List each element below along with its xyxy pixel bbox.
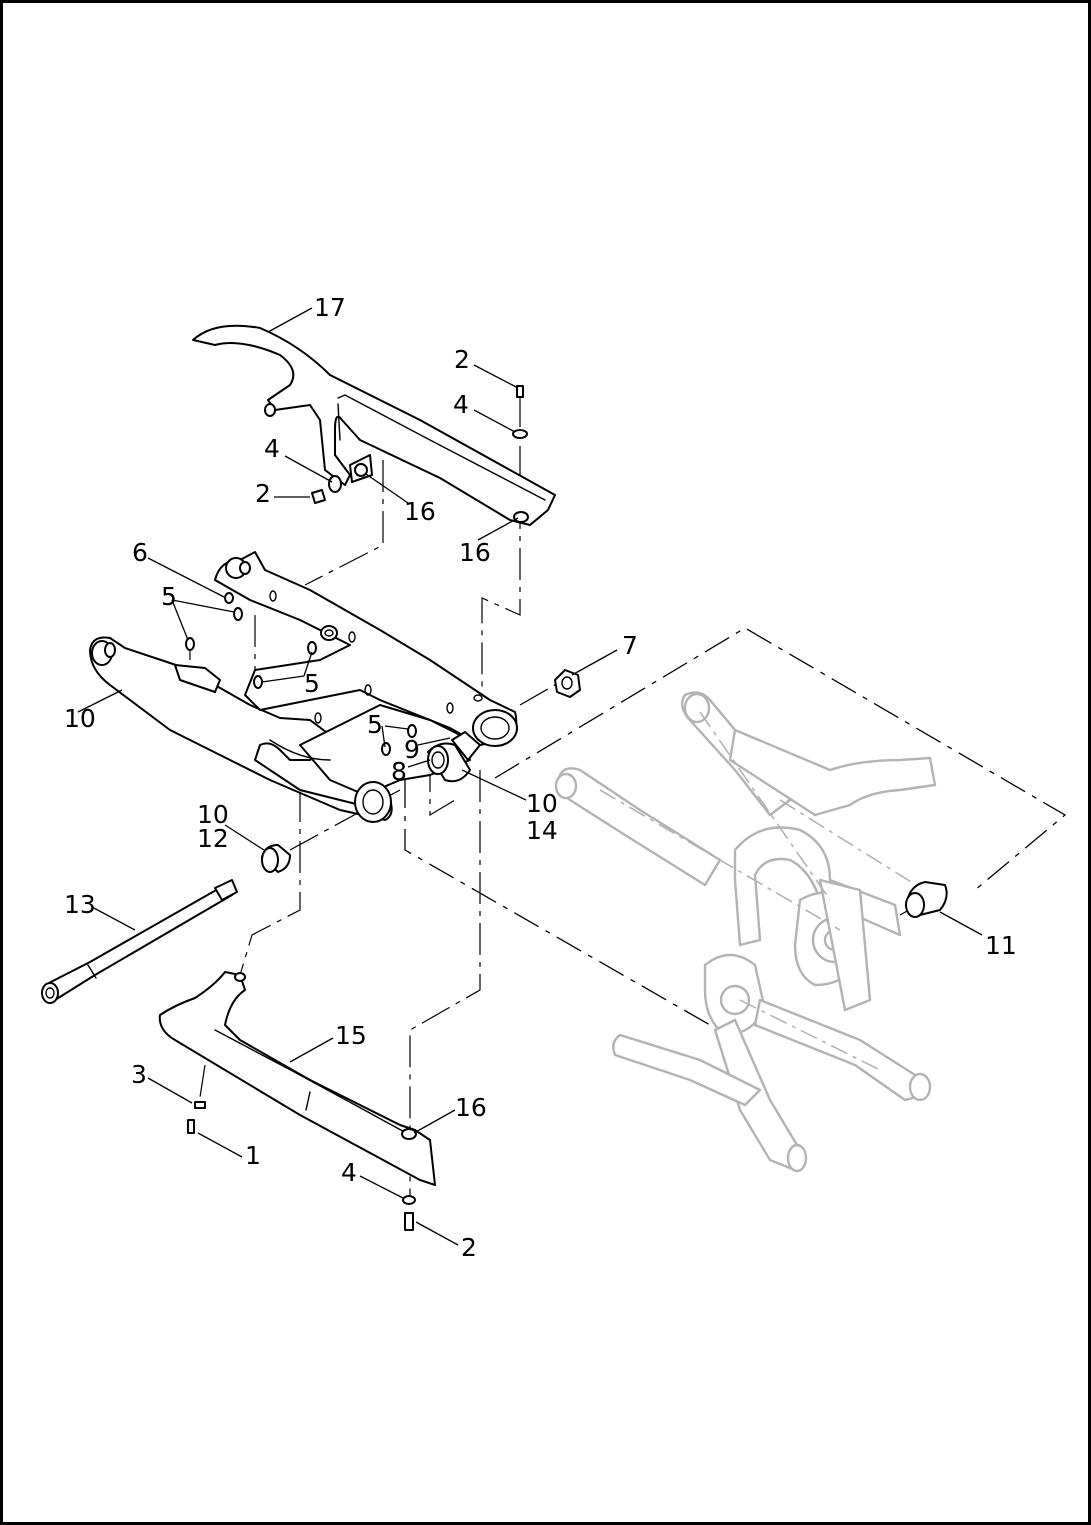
leader-lines xyxy=(77,307,983,1246)
callout-7: 7 xyxy=(622,631,638,660)
callout-10-bushing: 10 xyxy=(197,800,229,829)
callout-4-top-left: 4 xyxy=(264,434,280,463)
callout-3: 3 xyxy=(131,1060,147,1089)
upper-belt-guard xyxy=(192,324,556,526)
callout-16-a: 16 xyxy=(404,497,436,526)
callout-4-bottom: 4 xyxy=(341,1158,357,1187)
callout-9: 9 xyxy=(404,735,420,764)
lower-belt-guard xyxy=(158,971,436,1186)
callout-2-bottom: 2 xyxy=(461,1233,477,1262)
swingarm xyxy=(89,551,518,823)
callout-15: 15 xyxy=(335,1021,367,1050)
callout-4-top-right: 4 xyxy=(453,390,469,419)
callout-2-top: 2 xyxy=(454,345,470,374)
callout-12: 12 xyxy=(197,824,229,853)
callout-17: 17 xyxy=(314,293,346,322)
callout-5-a: 5 xyxy=(161,582,177,611)
callout-5-b: 5 xyxy=(304,669,320,698)
callout-2-top-left: 2 xyxy=(255,479,271,508)
callout-16-c: 16 xyxy=(455,1093,487,1122)
callout-10-bearing: 10 xyxy=(526,789,558,818)
callout-6: 6 xyxy=(132,538,148,567)
callout-14: 14 xyxy=(526,816,558,845)
callout-16-b: 16 xyxy=(459,538,491,567)
callout-1: 1 xyxy=(245,1141,261,1170)
callout-8: 8 xyxy=(391,757,407,786)
callout-11: 11 xyxy=(985,931,1017,960)
callout-10-swingarm: 10 xyxy=(64,704,96,733)
hardware xyxy=(41,385,948,1231)
callout-labels: 17 2 4 4 2 16 16 6 5 5 5 7 10 9 8 10 14 … xyxy=(64,293,1017,1262)
callout-13: 13 xyxy=(64,890,96,919)
callout-5-c: 5 xyxy=(367,710,383,739)
motorcycle-frame-ghost xyxy=(404,627,1067,1173)
